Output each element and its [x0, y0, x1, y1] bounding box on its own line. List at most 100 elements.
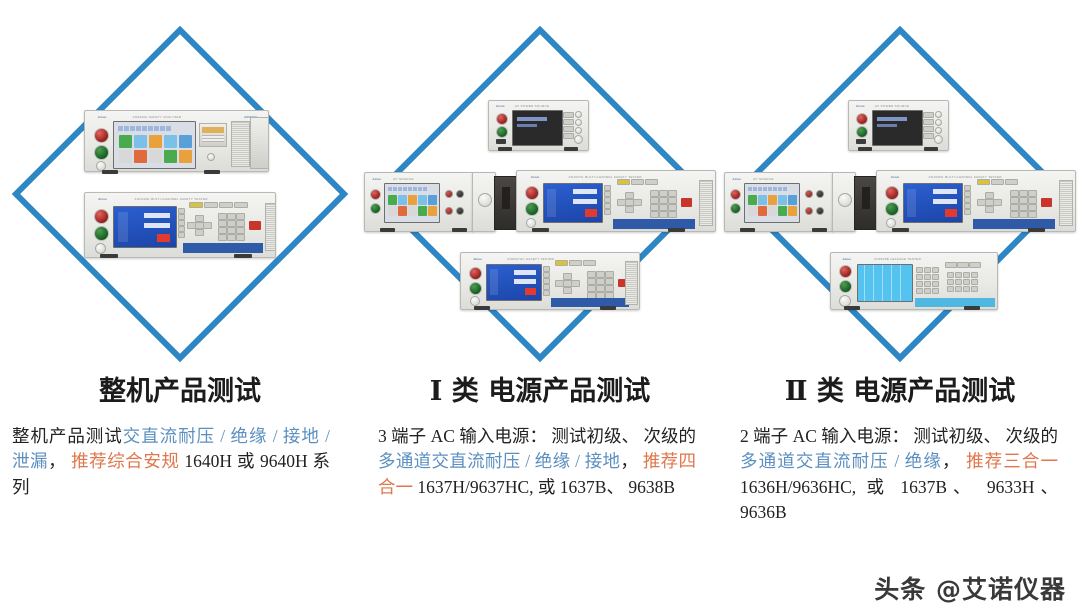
device-brand-logo: Ainuo	[473, 256, 483, 261]
para-seg-default: 1637H/9637HC, 或 1637B、 9638B	[413, 476, 676, 497]
numeric-key	[1028, 197, 1037, 204]
device-ac-source-dark-screen: Ainuo AC POWER SOURCE	[848, 100, 949, 151]
front-accent-stripe	[613, 219, 695, 229]
lcd-display	[486, 264, 542, 301]
navigation-down-key	[985, 206, 994, 213]
power-switch-icon	[470, 296, 480, 306]
stop-button-icon	[856, 113, 868, 125]
device-foot	[600, 306, 616, 310]
para-seg-blue: 多通道交直流耐压 / 绝缘 / 接地	[378, 451, 621, 472]
soft-key-strip	[219, 202, 233, 208]
numeric-key	[924, 274, 931, 280]
device-multichannel-analyzer-right: Ainuo AN1636H MULTI-CHANNEL SAFETY TESTE…	[876, 170, 1076, 232]
soft-key	[923, 119, 934, 125]
start-button-icon	[94, 145, 109, 160]
numeric-key	[1019, 204, 1028, 211]
stop-button-icon	[370, 189, 381, 200]
soft-key-strip	[204, 202, 218, 208]
stop-button-icon	[885, 186, 899, 200]
soft-key-strip	[991, 179, 1004, 185]
device-foot	[102, 170, 118, 174]
rotary-encoder-icon	[935, 111, 942, 118]
function-key	[971, 279, 978, 285]
column-paragraph-3: 2 端子 AC 输入电源： 测试初级、 次级的多通道交直流耐压 / 绝缘， 推荐…	[740, 424, 1058, 526]
numeric-key	[1010, 190, 1019, 197]
high-voltage-terminal-icon	[618, 279, 629, 287]
function-key	[955, 279, 962, 285]
device-foot	[474, 306, 490, 310]
output-terminal-black	[456, 207, 464, 215]
para-seg-blue: 交直流耐压 / 绝缘 / 接地 / 泄漏	[12, 426, 331, 472]
numeric-key	[932, 281, 939, 287]
navigation-right-key	[203, 222, 212, 229]
soft-key-strip	[977, 179, 990, 185]
numeric-key	[1019, 197, 1028, 204]
diamond-frame-2: Ainuo AC POWER SOURCE	[360, 14, 720, 374]
numeric-key	[650, 211, 659, 218]
column-heading-3: Ⅱ 类 电源产品测试	[784, 376, 1016, 407]
para-seg-default: 整机产品测试	[12, 426, 123, 446]
device-model-text: AC SOURCE	[753, 177, 774, 182]
vent-grille	[625, 261, 638, 305]
numeric-key	[227, 213, 236, 220]
function-key	[947, 272, 954, 278]
function-key	[964, 197, 971, 203]
soft-key-strip	[645, 179, 658, 185]
numeric-key	[916, 274, 923, 280]
numeric-key	[659, 211, 668, 218]
vent-grille	[699, 180, 713, 226]
touchscreen-display	[744, 183, 800, 223]
stop-button-icon	[496, 113, 508, 125]
soft-key-strip	[583, 260, 596, 266]
device-model-text: AN9636B LEAKAGE TESTER	[874, 256, 922, 261]
navigation-right-key	[571, 280, 580, 287]
function-key	[947, 286, 954, 292]
start-button-icon	[885, 202, 899, 216]
stop-button-icon	[469, 267, 482, 280]
navigation-up-key	[563, 273, 572, 280]
para-seg-default: 3 端子 AC 输入电源： 测试初级、 次级的	[378, 426, 696, 446]
function-key	[178, 220, 185, 226]
soft-key-strip	[631, 179, 644, 185]
device-multichannel-analyzer-bottom: Ainuo AN9637HC SAFETY TESTER	[460, 252, 640, 310]
front-accent-stripe	[915, 298, 995, 307]
function-key	[543, 266, 550, 272]
navigation-right-key	[633, 199, 642, 206]
numeric-key	[236, 213, 245, 220]
start-button-icon	[94, 226, 109, 241]
function-key	[971, 272, 978, 278]
function-key	[543, 272, 550, 278]
numeric-key	[587, 285, 596, 292]
device-brand-logo: Ainuo	[732, 177, 742, 182]
device-safety-analyzer-touchscreen: Ainuo AN9640H SAFETY ANALYZER AN9640H	[84, 110, 269, 174]
numeric-key	[916, 288, 923, 294]
numeric-key	[668, 204, 677, 211]
start-button-icon	[730, 203, 741, 214]
navigation-up-key	[195, 215, 204, 222]
function-key	[178, 208, 185, 214]
stop-button-icon	[839, 265, 852, 278]
function-key	[178, 226, 185, 232]
touchscreen-display	[384, 183, 440, 223]
function-key	[963, 272, 970, 278]
start-button-icon	[856, 126, 868, 138]
function-key	[971, 286, 978, 292]
device-foot	[924, 147, 938, 151]
device-brand-logo: Ainuo	[855, 104, 865, 109]
output-terminal-black	[816, 190, 824, 198]
module-slot	[199, 123, 227, 147]
device-brand-logo: Ainuo	[372, 177, 382, 182]
numeric-key	[1010, 197, 1019, 204]
power-switch-icon	[95, 243, 106, 254]
numeric-key	[605, 271, 614, 278]
screen-topbar	[388, 187, 427, 191]
output-terminal-black	[816, 207, 824, 215]
numeric-key	[659, 190, 668, 197]
numeric-key	[218, 227, 227, 234]
numeric-key	[236, 227, 245, 234]
lcd-display	[903, 183, 963, 223]
soft-key	[563, 133, 574, 139]
device-programmable-ac-source: Ainuo AC SOURCE	[724, 172, 896, 232]
device-model-text: AN1637H MULTI-CHANNEL SAFETY TESTER	[568, 175, 642, 180]
